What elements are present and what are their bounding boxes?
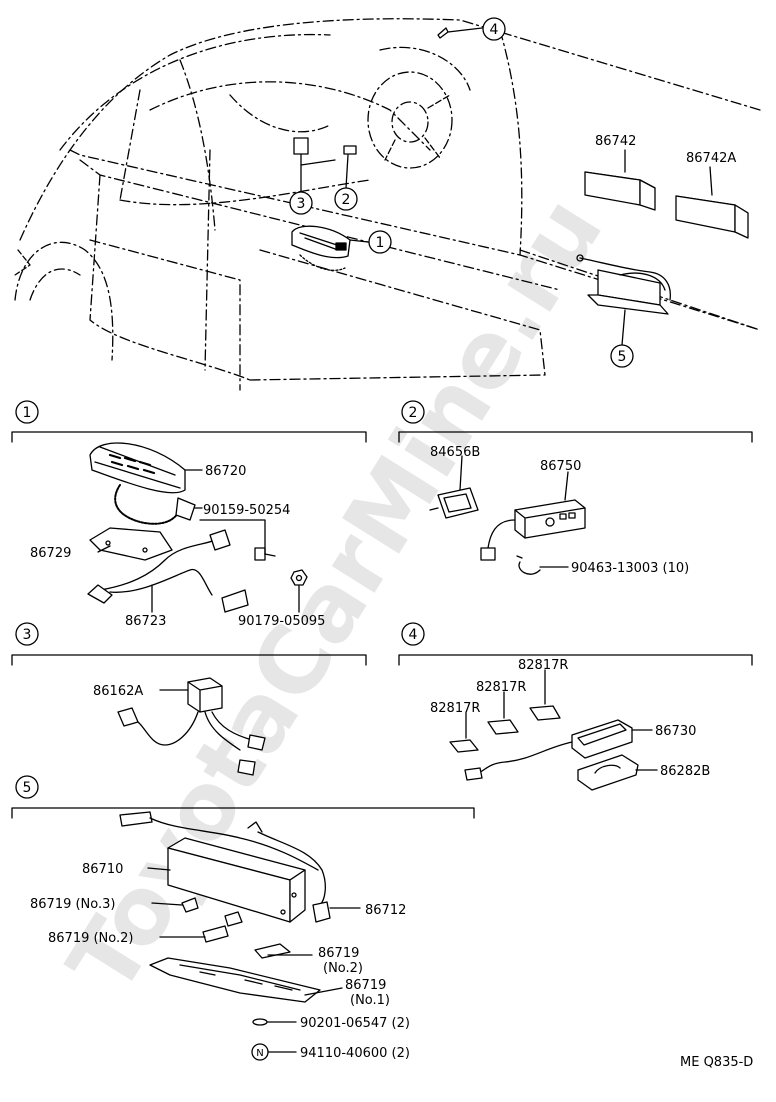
callout-4: 4 (490, 22, 499, 38)
part-86750: 86750 (540, 459, 581, 474)
part-82817R-top: 82817R (518, 658, 568, 673)
callout-2: 2 (342, 192, 351, 208)
part-86723: 86723 (125, 614, 166, 629)
callout-1: 1 (376, 235, 385, 251)
part-86710: 86710 (82, 862, 123, 877)
part-90463-13003: 90463-13003 (10) (571, 561, 689, 576)
part-86719-right-1-suffix: (No.2) (323, 961, 363, 976)
part-86712: 86712 (365, 903, 406, 918)
part-90201-06547: 90201-06547 (2) (300, 1016, 410, 1031)
part-86719-no3: 86719 (No.3) (30, 897, 115, 912)
part-86282B: 86282B (660, 764, 710, 779)
part-86729: 86729 (30, 546, 71, 561)
part-86719-right-1: 86719 (318, 946, 359, 961)
overview-callouts: 4 1 2 3 5 86742 86742A (289, 17, 736, 368)
part-84656B: 84656B (430, 445, 480, 460)
part-82817R-bottom: 82817R (430, 701, 480, 716)
part-82817R-middle: 82817R (476, 680, 526, 695)
part-86730: 86730 (655, 724, 696, 739)
section-5-badge: 5 (23, 780, 32, 796)
section-1: 1 86720 90159-50254 86729 86723 (11, 400, 367, 629)
part-86742: 86742 (595, 134, 636, 149)
section-5: 5 N 86710 86719 (N (11, 775, 475, 1061)
part-94110-40600: 94110-40600 (2) (300, 1046, 410, 1061)
section-1-badge: 1 (23, 405, 32, 421)
part-90159-50254: 90159-50254 (203, 503, 290, 518)
watermark: ToyotaCarMine.ru (48, 179, 623, 1011)
footer-code: ME Q835-D (680, 1055, 753, 1070)
part-86719-right-2-suffix: (No.1) (350, 993, 390, 1008)
part-90179-05095: 90179-05095 (238, 614, 325, 629)
section-3-badge: 3 (23, 627, 32, 643)
section-4: 4 82817R 82817R 82817R 86730 86282B (398, 622, 753, 791)
part-86162A: 86162A (93, 684, 143, 699)
part-86719-right-2: 86719 (345, 978, 386, 993)
section-3: 3 86162A (11, 622, 367, 776)
part-86742A: 86742A (686, 151, 736, 166)
vehicle-overview (14, 18, 761, 391)
callout-5: 5 (618, 349, 627, 365)
nut-mark: N (256, 1048, 263, 1059)
part-86719-no2-left: 86719 (No.2) (48, 931, 133, 946)
callout-3: 3 (297, 196, 306, 212)
part-86720: 86720 (205, 464, 246, 479)
section-4-badge: 4 (409, 627, 418, 643)
section-2-badge: 2 (409, 405, 418, 421)
section-2: 2 84656B 86750 90463-13003 (10) (398, 400, 753, 576)
